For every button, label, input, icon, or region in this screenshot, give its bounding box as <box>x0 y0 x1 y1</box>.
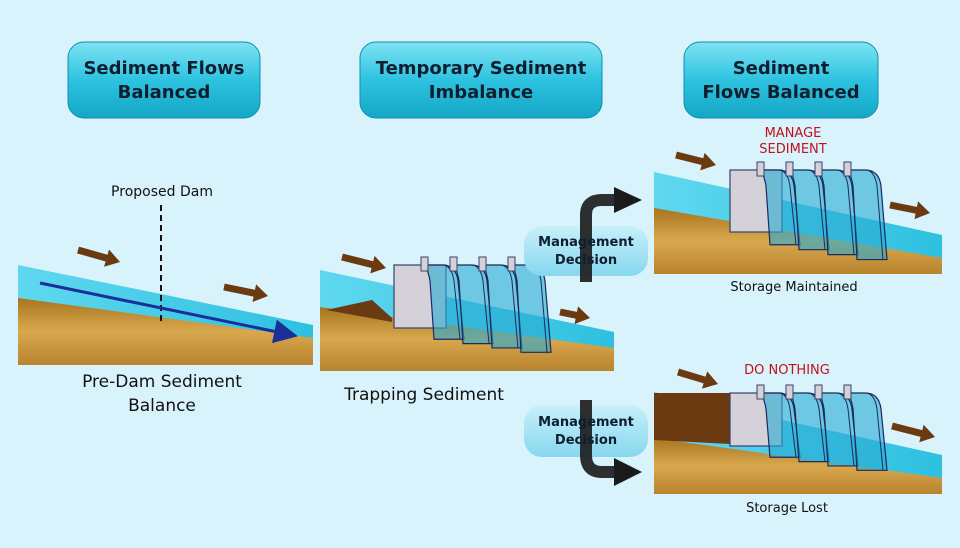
gate-post <box>814 161 823 177</box>
decision-bottom: Management Decision <box>524 400 648 486</box>
sediment-flow-arrow <box>39 281 298 344</box>
gate-post <box>785 161 794 177</box>
sediment-flow-arrow-icon <box>223 283 268 303</box>
title-middle-line2: Imbalance <box>429 82 534 103</box>
pre-dam-label-line2: Balance <box>128 396 196 416</box>
gate-post <box>785 384 794 400</box>
trapping-sediment-label: Trapping Sediment <box>343 385 504 405</box>
dam <box>729 384 888 471</box>
panel-storage-lost: DO NOTHING Storage Lost <box>654 363 942 516</box>
do-nothing-label: DO NOTHING <box>744 363 830 378</box>
panel-trapping: Trapping Sediment <box>320 256 614 405</box>
title-button-left: Sediment Flows Balanced <box>67 41 261 119</box>
title-middle-line1: Temporary Sediment <box>376 58 587 79</box>
sediment-flow-arrow-icon <box>559 306 590 325</box>
manage-sediment-label-line2: SEDIMENT <box>759 142 826 157</box>
gate-post <box>756 161 765 177</box>
filled-sediment <box>654 393 730 444</box>
gate-post <box>756 384 765 400</box>
gate-post <box>449 256 458 272</box>
storage-maintained-label: Storage Maintained <box>730 280 857 295</box>
title-left-line1: Sediment Flows <box>83 58 244 79</box>
title-button-middle: Temporary Sediment Imbalance <box>359 41 603 119</box>
sediment-flow-arrow-icon <box>889 201 931 220</box>
decision-bottom-line1: Management <box>538 415 634 430</box>
title-left-line2: Balanced <box>118 82 211 103</box>
curved-arrow-up-right-icon <box>580 194 616 282</box>
gate-post <box>478 256 487 272</box>
water <box>18 265 313 340</box>
decision-top: Management Decision <box>524 187 648 282</box>
sediment-flow-arrow-icon <box>891 422 935 443</box>
dam <box>729 161 888 261</box>
manage-sediment-label-line1: MANAGE <box>765 126 822 141</box>
decision-top-line1: Management <box>538 235 634 250</box>
title-right-line1: Sediment <box>733 58 830 79</box>
gate-post <box>507 256 516 272</box>
storage-lost-label: Storage Lost <box>746 501 828 516</box>
curved-arrow-down-right-icon <box>580 400 616 478</box>
trapped-sediment <box>326 300 392 322</box>
gate-post <box>814 384 823 400</box>
title-button-right: Sediment Flows Balanced <box>683 41 879 119</box>
decision-top-line2: Decision <box>555 253 617 268</box>
sediment-flow-arrow-icon <box>341 253 386 274</box>
panel-pre-dam: Proposed Dam Pre-Dam Sediment Balance <box>18 184 313 416</box>
gate-post <box>843 161 852 177</box>
panel-storage-maintained: MANAGE SEDIMENT Storage Maintained <box>654 126 942 295</box>
sediment-flow-arrow-icon <box>675 151 716 171</box>
gate-post <box>843 384 852 400</box>
pre-dam-label-line1: Pre-Dam Sediment <box>82 372 242 392</box>
land <box>654 438 942 494</box>
proposed-dam-label: Proposed Dam <box>111 184 213 200</box>
land <box>18 298 313 365</box>
dam <box>393 256 552 353</box>
decision-bottom-line2: Decision <box>555 433 617 448</box>
title-right-line2: Flows Balanced <box>702 82 859 103</box>
gate-post <box>420 256 429 272</box>
sediment-flow-arrow-icon <box>77 246 121 267</box>
sediment-flow-arrow-icon <box>676 368 719 389</box>
